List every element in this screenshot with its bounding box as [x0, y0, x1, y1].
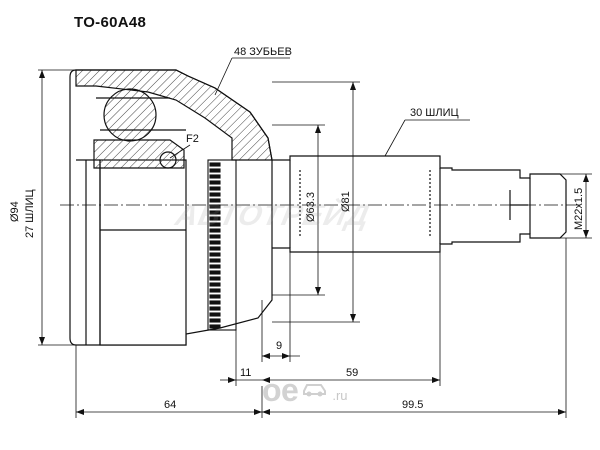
label-dim-59: 59	[346, 367, 358, 379]
abs-tooth	[209, 318, 221, 323]
abs-tooth	[209, 234, 221, 239]
brand-car-icon	[302, 378, 328, 403]
abs-tooth	[209, 240, 221, 245]
abs-tooth	[209, 174, 221, 179]
abs-ring	[207, 159, 237, 331]
label-splines-inner: 27 ШЛИЦ	[24, 189, 36, 238]
label-thread: M22x1.5	[573, 188, 585, 230]
label-dim-64: 64	[164, 399, 176, 411]
bell-housing	[69, 69, 273, 346]
abs-tooth	[209, 324, 221, 329]
abs-tooth	[209, 228, 221, 233]
brand-name: oe	[262, 372, 299, 408]
abs-tooth	[209, 300, 221, 305]
abs-tooth	[209, 180, 221, 185]
brand-logo: oe .ru	[262, 372, 348, 409]
label-f2: F2	[186, 133, 199, 145]
label-diameter-94: Ø94	[9, 201, 21, 222]
abs-tooth	[209, 210, 221, 215]
abs-tooth	[209, 264, 221, 269]
dimension-lines	[38, 57, 592, 418]
brand-domain: .ru	[332, 388, 348, 403]
label-splines-outer: 30 ШЛИЦ	[410, 107, 459, 119]
stem-shaft	[272, 155, 567, 253]
abs-tooth	[209, 186, 221, 191]
abs-tooth	[209, 252, 221, 257]
label-diameter-81: Ø81	[340, 191, 352, 212]
abs-tooth	[209, 282, 221, 287]
abs-tooth	[209, 162, 221, 167]
abs-tooth	[209, 288, 221, 293]
label-dim-9: 9	[276, 340, 282, 352]
abs-tooth	[209, 168, 221, 173]
abs-tooth	[209, 276, 221, 281]
abs-tooth	[209, 204, 221, 209]
abs-tooth	[209, 312, 221, 317]
ball-cage	[93, 88, 186, 169]
abs-tooth	[209, 222, 221, 227]
abs-tooth	[209, 198, 221, 203]
abs-tooth	[209, 216, 221, 221]
label-dim-11: 11	[240, 367, 251, 379]
abs-tooth	[209, 246, 221, 251]
abs-tooth	[209, 306, 221, 311]
label-teeth: 48 ЗУБЬЕВ	[234, 46, 292, 58]
arrowheads	[39, 70, 589, 415]
abs-tooth	[209, 270, 221, 275]
label-diameter-63: Ø63.3	[305, 192, 317, 222]
abs-tooth	[209, 192, 221, 197]
part-number-title: TO-60A48	[74, 14, 147, 31]
abs-tooth	[209, 258, 221, 263]
abs-tooth	[209, 294, 221, 299]
label-dim-99-5: 99.5	[402, 399, 423, 411]
